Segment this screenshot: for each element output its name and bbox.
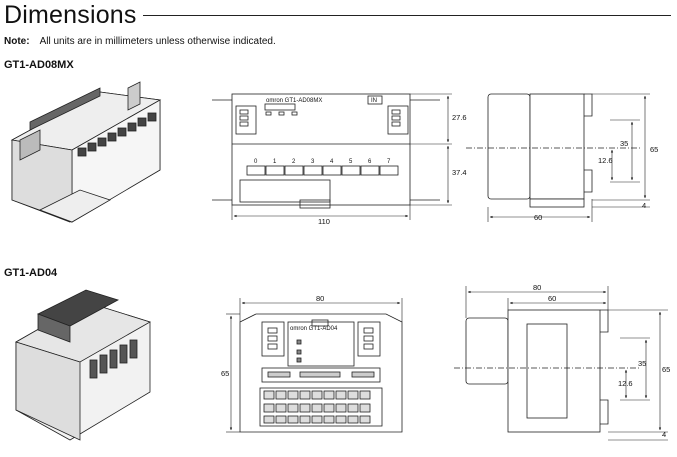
ad04-front-label: omron GT1-AD04 bbox=[290, 326, 338, 332]
ad08mx-front-label: omron GT1-AD08MX bbox=[266, 98, 322, 104]
ad08mx-lower-dim: 37.4 bbox=[452, 168, 467, 177]
ad04-side-body-dim: 60 bbox=[548, 294, 556, 303]
note-label: Note: bbox=[4, 36, 30, 47]
ad08mx-channel-labels: 0 1 2 3 4 5 6 7 bbox=[254, 159, 391, 165]
ad08mx-upper-dim: 27.6 bbox=[452, 113, 467, 122]
channel-label: 3 bbox=[311, 159, 315, 165]
model-title-ad08mx: GT1-AD08MX bbox=[4, 59, 74, 71]
channel-label: 5 bbox=[349, 159, 353, 165]
channel-label: 6 bbox=[368, 159, 372, 165]
page-title: Dimensions bbox=[4, 1, 137, 29]
ad08mx-side-view bbox=[466, 93, 640, 208]
ad04-front-dimensions bbox=[226, 298, 403, 433]
ad08mx-front-dimensions bbox=[231, 93, 452, 220]
ad08mx-front-view bbox=[212, 93, 440, 209]
channel-label: 4 bbox=[330, 159, 334, 165]
channel-label: 2 bbox=[292, 159, 296, 165]
channel-label: 1 bbox=[273, 159, 277, 165]
ad04-isometric-view bbox=[15, 289, 151, 441]
ad04-height-dim: 65 bbox=[221, 369, 229, 378]
channel-label: 7 bbox=[387, 159, 391, 165]
channel-label: 0 bbox=[254, 159, 258, 165]
ad08mx-side-height-dim: 65 bbox=[650, 145, 658, 154]
ad04-side-total-dim: 80 bbox=[533, 283, 541, 292]
ad04-offset-dim: 12.6 bbox=[618, 379, 633, 388]
note: Note: All units are in millimeters unless… bbox=[4, 36, 276, 47]
ad08mx-in-label: IN bbox=[371, 98, 377, 104]
ad08mx-side-dimensions bbox=[487, 93, 650, 222]
ad08mx-side-width-dim: 60 bbox=[534, 213, 542, 222]
ad08mx-width-dim: 110 bbox=[318, 217, 330, 226]
title-rule bbox=[143, 15, 671, 16]
ad04-front-view bbox=[239, 313, 403, 433]
ad04-side-height-dim: 65 bbox=[662, 365, 670, 374]
ad04-side-dimensions bbox=[465, 286, 668, 441]
model-title-ad04: GT1-AD04 bbox=[4, 267, 58, 279]
ad04-side-view bbox=[454, 309, 640, 433]
ad08mx-offset-dim: 12.6 bbox=[598, 156, 613, 165]
note-text: All units are in millimeters unless othe… bbox=[39, 36, 276, 47]
ad04-foot-dim: 4 bbox=[662, 430, 666, 439]
ad08mx-foot-dim: 4 bbox=[642, 201, 646, 210]
ad08mx-rail-dim: 35 bbox=[620, 139, 628, 148]
ad04-width-dim: 80 bbox=[316, 294, 324, 303]
ad08mx-isometric-view bbox=[10, 81, 162, 223]
ad04-rail-dim: 35 bbox=[638, 359, 646, 368]
